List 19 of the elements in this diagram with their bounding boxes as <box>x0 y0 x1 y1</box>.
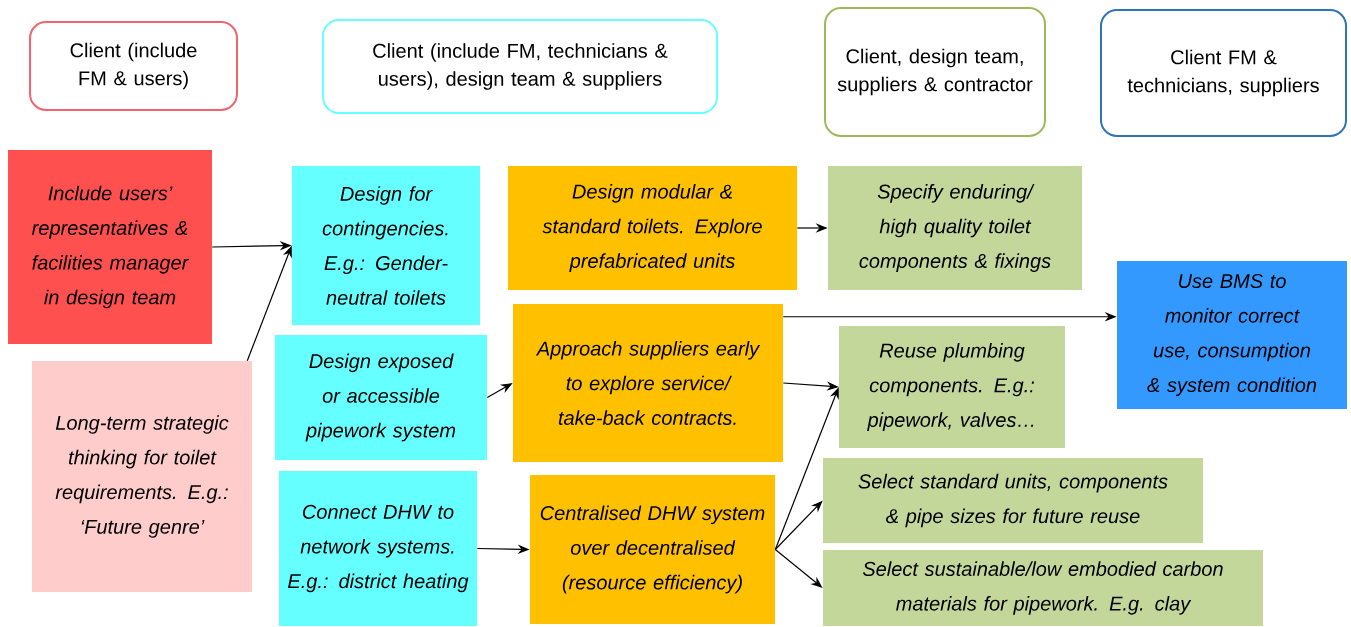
step-box: Design for contingencies. E.g.: Gender-neutral toilets <box>292 166 480 325</box>
step-box: Long-term strategic thinking for toilet requirements. E.g.: ‘Future genre’ <box>32 361 252 592</box>
arrow <box>774 387 839 551</box>
step-box: Specify enduring/ high quality toilet components & fixings <box>828 166 1082 290</box>
group-box: Client, design team, suppliers & contractor <box>824 7 1046 137</box>
step-box: Design modular & standard toilets. Explore prefabricated units <box>508 166 798 290</box>
step-box: Select standard units, components & pipe sizes for future reuse <box>823 457 1203 543</box>
group-box: Client (include FM & users) <box>29 21 238 111</box>
group-box: Client FM & technicians, suppliers <box>1100 9 1348 137</box>
step-box: Include users’ representatives & facilities manager in design team <box>8 150 212 344</box>
step-box: Select sustainable/low embodied carbon materials for pipework. E.g. clay <box>823 550 1263 626</box>
step-box: Connect DHW to network systems. E.g.: district heating <box>279 471 477 626</box>
step-box: Use BMS to monitor correct use, consumption & system condition <box>1117 261 1347 409</box>
step-box: Centralised DHW system over decentralised (resource efficiency) <box>530 474 776 625</box>
step-box: Reuse plumbing components. E.g.: pipework, valves… <box>839 326 1065 448</box>
step-box: Approach suppliers early to explore service/ take-back contracts. <box>513 304 783 462</box>
group-box: Client (include FM, technicians & users), design team & suppliers <box>322 18 718 115</box>
step-box: Design exposed or accessible pipework system <box>275 334 487 461</box>
arrow <box>774 548 823 588</box>
